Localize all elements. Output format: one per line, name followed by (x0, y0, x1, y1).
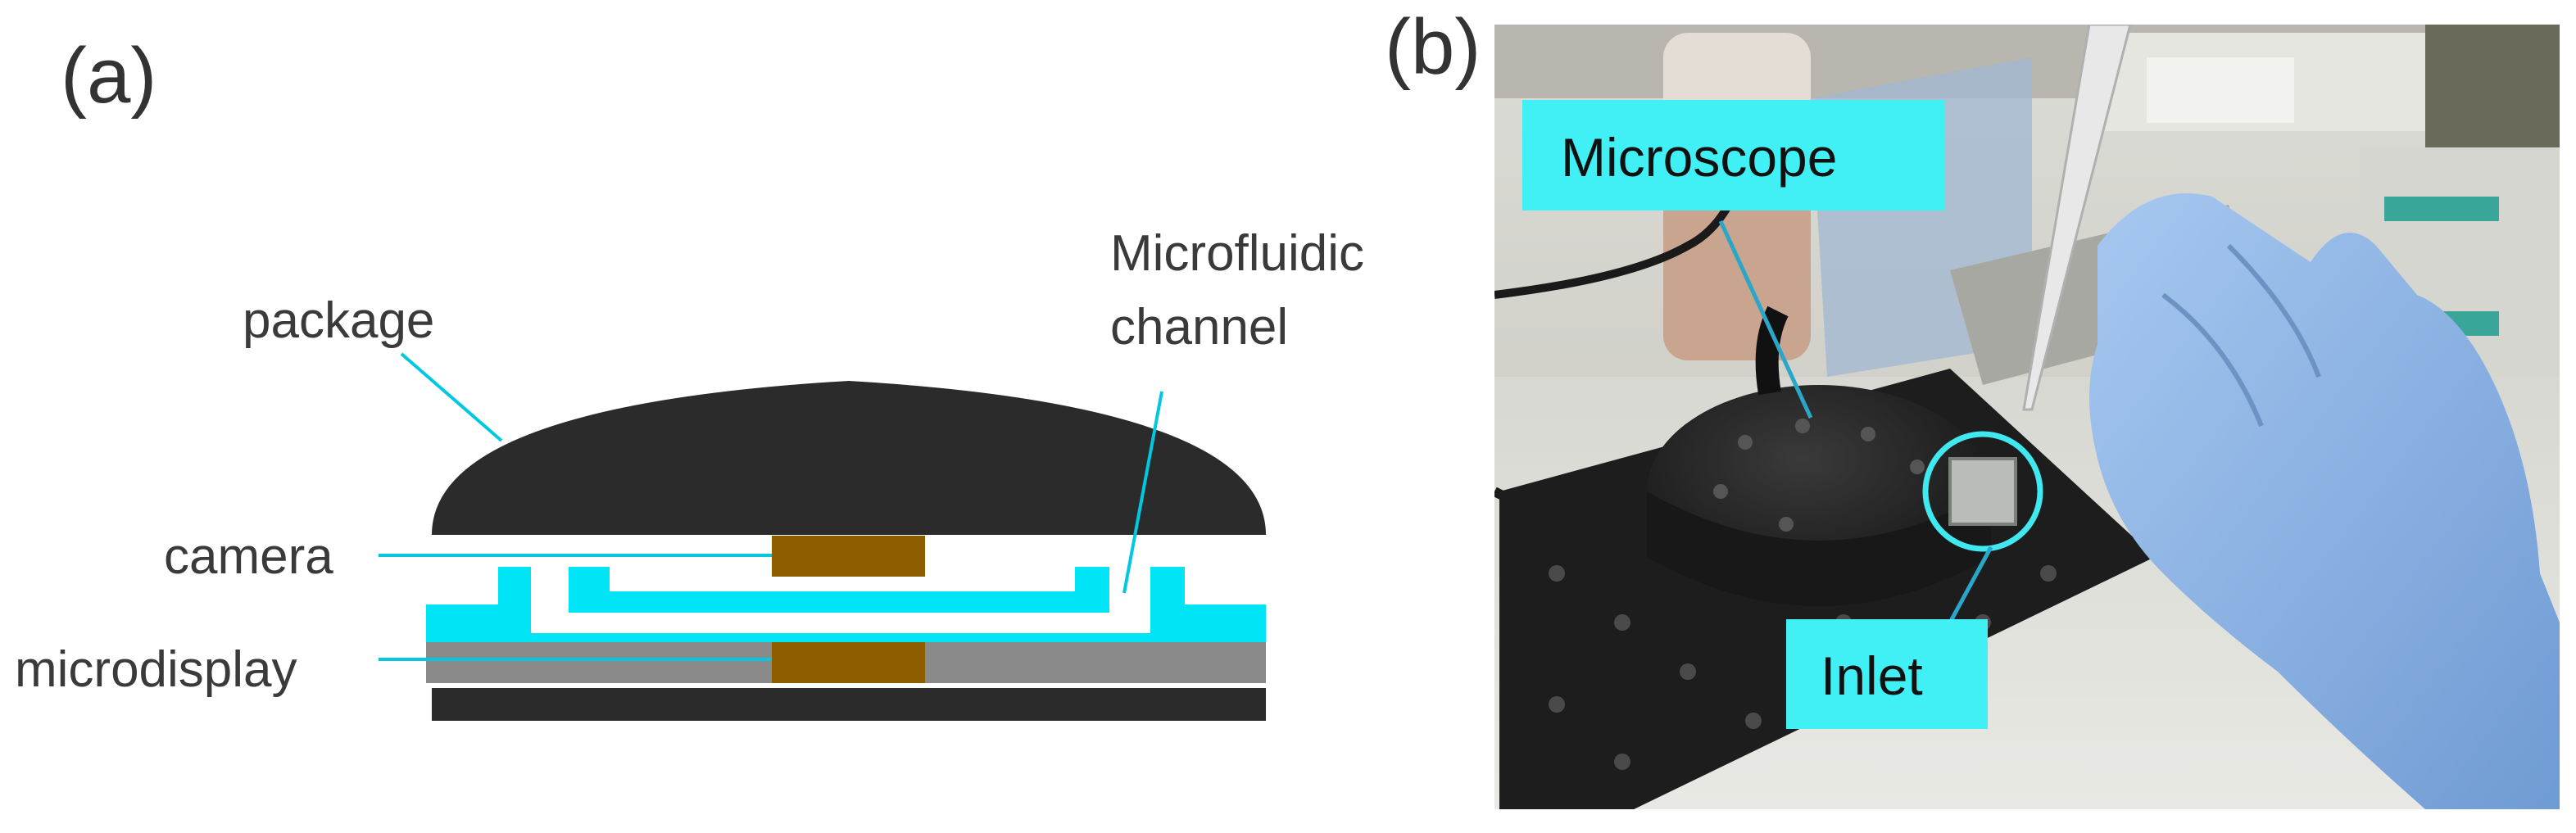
microscope-leader (1718, 220, 1813, 419)
base-plate (432, 688, 1266, 721)
camera-label: camera (164, 528, 333, 585)
microfluidic-chip (426, 567, 1266, 642)
inlet-marker-circle-icon (1922, 431, 2043, 552)
inlet-label: Inlet (1821, 645, 1923, 706)
package-label: package (243, 292, 434, 349)
channel-label-line1: Microfluidic (1110, 225, 1364, 282)
gloved-hand (2089, 193, 2560, 809)
microscope-label: Microscope (1561, 127, 1837, 188)
inlet-chip (1948, 457, 2017, 526)
panel-b-letter: (b) (1385, 3, 1481, 91)
microfluidic-channel (569, 567, 1109, 613)
panel-b: (b) (1385, 3, 2560, 809)
inlet-leader (1948, 546, 1993, 624)
camera-block (772, 536, 925, 577)
microscope-callout (1522, 100, 1945, 211)
channel-leader (1122, 391, 1163, 594)
microdisplay-label: microdisplay (15, 641, 297, 698)
panel-a-letter: (a) (61, 32, 156, 120)
inlet-callout (1786, 619, 1988, 729)
pipette (2022, 25, 2132, 411)
package-shape (432, 381, 1266, 535)
microdisplay-block (772, 642, 925, 683)
package-leader (400, 352, 503, 442)
channel-label-line2: channel (1110, 299, 1288, 355)
panel-a: (a) package camera microdisplay Microflu… (15, 32, 1364, 721)
